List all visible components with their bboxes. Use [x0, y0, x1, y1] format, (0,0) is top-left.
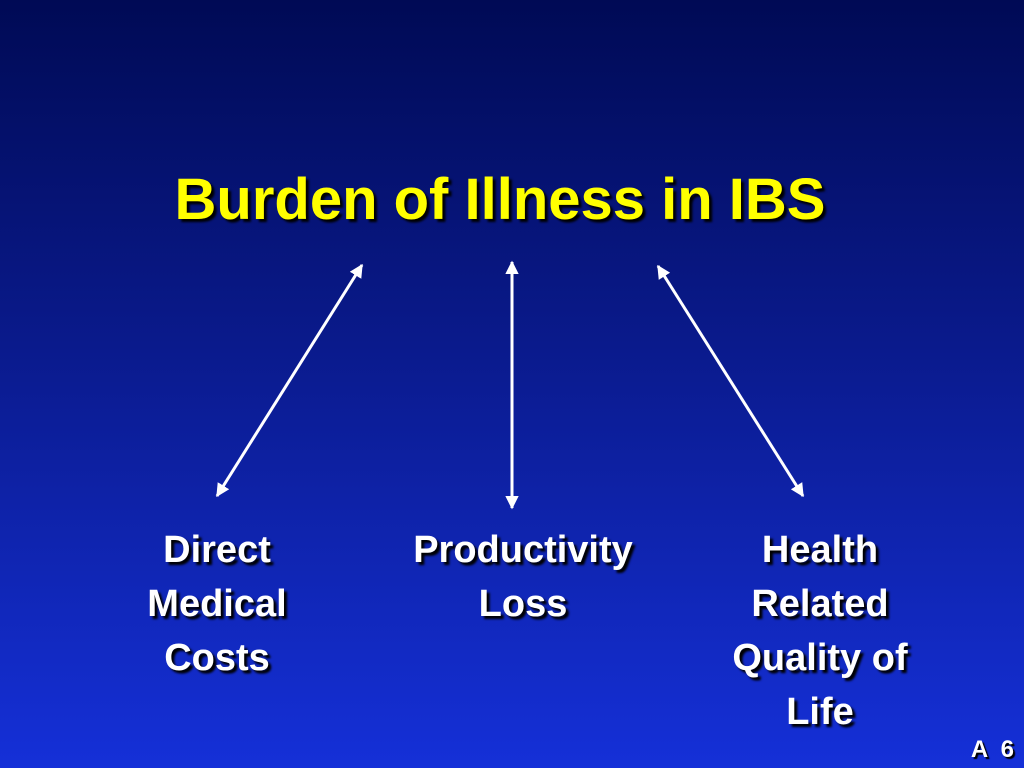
node-line: Medical [147, 583, 287, 625]
node-line: Costs [164, 637, 270, 679]
node-line: Loss [478, 583, 568, 625]
node-direct-medical-costs: Direct Medical Costs [97, 523, 337, 685]
node-line: Life [786, 691, 854, 733]
node-line: Health [761, 529, 879, 571]
node-health-related-quality-of-life: Health Related Quality of Life [700, 523, 940, 739]
node-productivity-loss: Productivity Loss [373, 523, 673, 631]
arrow-direct-medical-costs [215, 263, 364, 498]
node-line: Productivity [413, 529, 633, 571]
slide-number: A 6 [970, 736, 1014, 763]
arrow-health-related-quality-of-life [656, 264, 805, 498]
node-line: Related [751, 583, 889, 625]
slide-title: Burden of Illness in IBS [174, 167, 826, 232]
node-line: Direct [163, 529, 271, 571]
node-line: Quality of [732, 637, 908, 679]
